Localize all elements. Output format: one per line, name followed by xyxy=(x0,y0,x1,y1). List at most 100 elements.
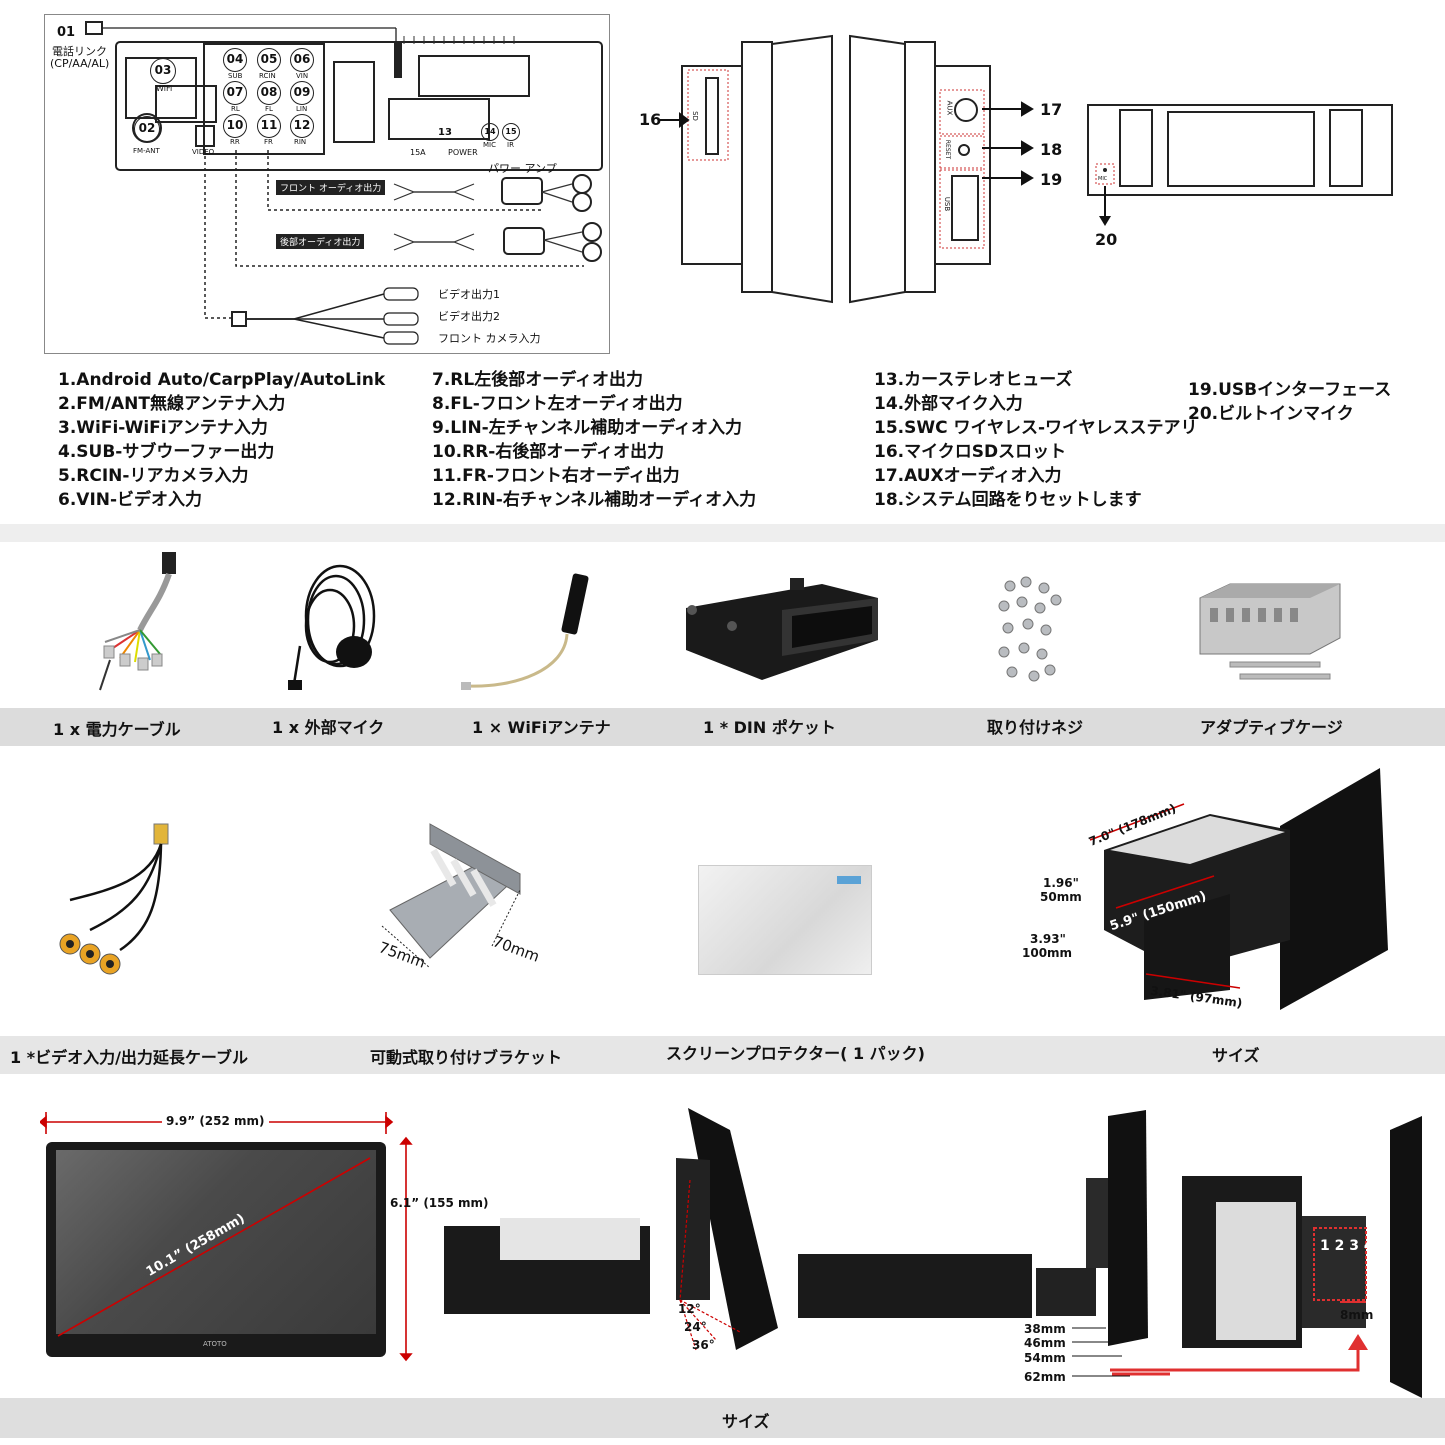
power-amp-label: パワー アンプ xyxy=(488,162,557,175)
port-15: 15 xyxy=(502,123,520,141)
phone-link-label: 電話リンク xyxy=(52,45,107,58)
wiring-diagram-frame xyxy=(44,14,610,354)
wifi-antenna-image xyxy=(461,573,589,690)
side-panel-diagram xyxy=(660,34,1034,304)
port-13: 13 xyxy=(438,127,452,138)
size-h2-mm: 100mm xyxy=(1022,946,1073,960)
protector-tab xyxy=(837,876,861,884)
screen-front-image: ATOTO xyxy=(46,1142,386,1357)
video-out-1-label: ビデオ出力1 xyxy=(438,288,500,301)
port-14: 14 xyxy=(481,123,499,141)
port-03-label: WiFi xyxy=(156,84,173,93)
callout-18: 18 xyxy=(1040,140,1063,159)
port-02-label: FM-ANT xyxy=(133,147,160,155)
legend-item: 2.FM/ANT無線アンテナ入力 xyxy=(58,394,286,414)
port-10: 10 xyxy=(223,114,247,138)
legend-item: 9.LIN-左チャンネル補助オーディオ入力 xyxy=(432,418,743,438)
legend-item: 17.AUXオーディオ入力 xyxy=(874,466,1062,486)
port-11: 11 xyxy=(257,114,281,138)
accessory-label-band-2 xyxy=(0,1036,1445,1074)
adaptive-cage-image xyxy=(1199,583,1341,680)
wiring-diagram xyxy=(85,21,603,345)
legend-item: 20.ビルトインマイク xyxy=(1188,404,1354,424)
legend-item: 8.FL-フロント左オーディオ出力 xyxy=(432,394,683,414)
port-04: 04 xyxy=(223,48,247,72)
phone-link-number: 01 xyxy=(57,25,76,40)
legend-col-1: 1.Android Auto/CarpPlay/AutoLink 2.FM/AN… xyxy=(58,368,385,512)
rear-position-numbers: 1 2 3 4 xyxy=(1320,1238,1374,1254)
port-06: 06 xyxy=(290,48,314,72)
legend-item: 16.マイクロSDスロット xyxy=(874,442,1067,462)
accessory-label: 1 × WiFiアンテナ xyxy=(472,718,611,737)
red-arrow xyxy=(1110,1334,1368,1372)
depth-offset: 62mm xyxy=(1024,1370,1066,1384)
tilt-angle: 24° xyxy=(684,1320,707,1334)
phone-link-sub: (CP/AA/AL) xyxy=(50,57,110,70)
depth-view-image xyxy=(798,1110,1170,1377)
port-12-label: RIN xyxy=(294,138,307,146)
legend-item: 7.RL左後部オーディオ出力 xyxy=(432,370,644,390)
legend-item: 4.SUB-サブウーファー出力 xyxy=(58,442,275,462)
size-product-image xyxy=(1089,768,1388,1010)
rear-audio-out-label: 後部オーディオ出力 xyxy=(276,234,365,249)
port-08-label: FL xyxy=(265,105,273,113)
port-05-label: RCIN xyxy=(259,72,276,80)
aux-label: AUX xyxy=(945,100,954,116)
video-extension-cable-image xyxy=(59,823,169,975)
accessory-label: アダプティブケージ xyxy=(1200,718,1343,737)
accessory-label: サイズ xyxy=(1212,1046,1260,1065)
accessory-label-band-1 xyxy=(0,708,1445,746)
bottom-size-label: サイズ xyxy=(722,1412,770,1431)
port-04-label: SUB xyxy=(228,72,243,80)
front-panel-diagram xyxy=(1087,104,1393,226)
movable-bracket-image xyxy=(381,823,521,969)
screen-height-dim: 6.1” (155 mm) xyxy=(390,1196,489,1210)
port-15-label: IR xyxy=(507,141,514,149)
legend-item: 14.外部マイク入力 xyxy=(874,394,1023,414)
callout-17: 17 xyxy=(1040,100,1063,119)
callout-19: 19 xyxy=(1040,170,1063,189)
legend-item: 1.Android Auto/CarpPlay/AutoLink xyxy=(58,370,386,390)
size-h1-mm: 50mm xyxy=(1040,890,1082,904)
port-08: 08 xyxy=(257,81,281,105)
power-cable-image xyxy=(99,552,176,691)
port-12: 12 xyxy=(290,114,314,138)
legend-item: 13.カーステレオヒューズ xyxy=(874,370,1073,390)
accessory-label: 1 x 外部マイク xyxy=(272,718,385,737)
size-h1-in: 1.96" xyxy=(1043,876,1079,890)
reset-label: RESET xyxy=(944,139,952,160)
legend-item: 12.RIN-右チャンネル補助オーディオ入力 xyxy=(432,490,757,510)
legend-col-4: 19.USBインターフェース 20.ビルトインマイク xyxy=(1188,378,1391,426)
legend-item: 19.USBインターフェース xyxy=(1188,380,1392,400)
accessory-label: 1 x 電力ケーブル xyxy=(53,720,181,739)
legend-item: 6.VIN-ビデオ入力 xyxy=(58,490,203,510)
screen-brand: ATOTO xyxy=(203,1340,227,1348)
port-11-label: FR xyxy=(264,138,273,146)
section-divider xyxy=(0,524,1445,542)
external-mic-image xyxy=(288,564,376,690)
mic-label: MIC xyxy=(1098,176,1108,182)
legend-item: 5.RCIN-リアカメラ入力 xyxy=(58,466,249,486)
accessory-label: 取り付けネジ xyxy=(987,718,1084,737)
legend-col-2: 7.RL左後部オーディオ出力 8.FL-フロント左オーディオ出力 9.LIN-左… xyxy=(432,368,756,512)
port-02: 02 xyxy=(134,116,160,142)
video-out-2-label: ビデオ出力2 xyxy=(438,310,500,323)
port-13-label: 15A xyxy=(410,148,426,157)
front-camera-in-label: フロント カメラ入力 xyxy=(438,332,541,345)
depth-offset: 54mm xyxy=(1024,1351,1066,1365)
usb-label: USB xyxy=(943,196,952,212)
port-10-label: RR xyxy=(230,138,240,146)
legend-item: 11.FR-フロント右オーディ出力 xyxy=(432,466,680,486)
screen-display xyxy=(56,1150,376,1334)
power-label: POWER xyxy=(448,148,478,157)
accessory-label: 1 *ビデオ入力/出力延長ケーブル xyxy=(10,1048,248,1067)
rear-gap-dim: 8mm xyxy=(1340,1308,1374,1322)
callout-16: 16 xyxy=(639,110,662,129)
port-05: 05 xyxy=(257,48,281,72)
depth-offset: 46mm xyxy=(1024,1336,1066,1350)
legend-item: 15.SWC ワイヤレス-ワイヤレスステアリ xyxy=(874,418,1198,438)
sd-slot-label: SD xyxy=(690,111,699,121)
legend-item: 18.システム回路をりセットします xyxy=(874,490,1142,510)
legend-item: 10.RR-右後部オーディオ出力 xyxy=(432,442,665,462)
accessory-label: 1 * DIN ポケット xyxy=(703,718,836,737)
